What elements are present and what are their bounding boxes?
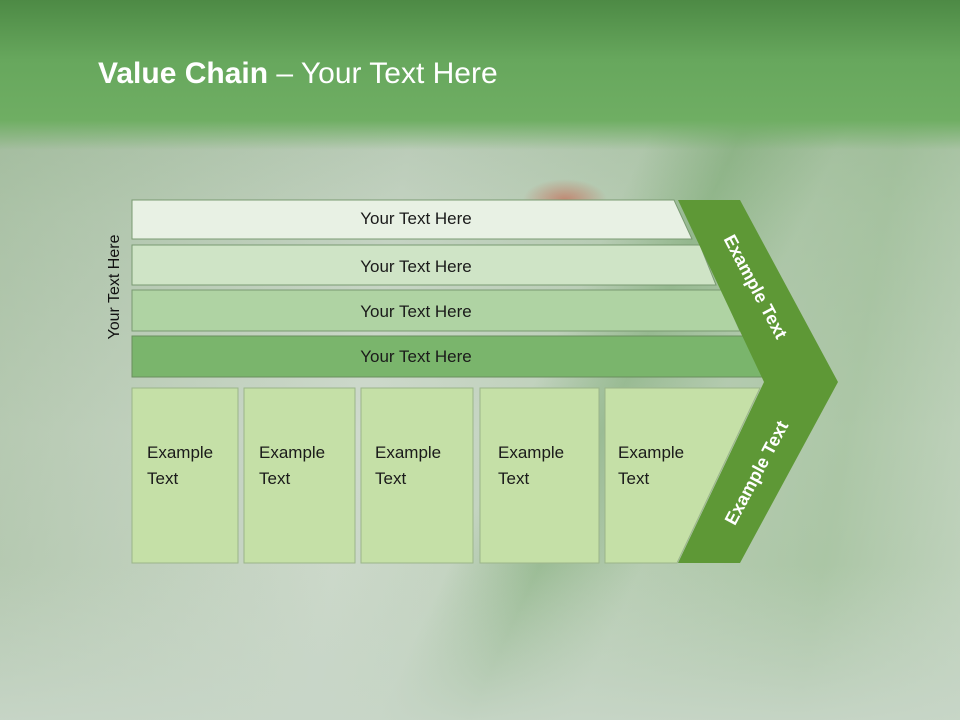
support-row-2-label: Your Text Here (360, 257, 472, 276)
title-band (0, 0, 960, 150)
primary-column-2[interactable] (243, 387, 356, 564)
col5-line2: Text (618, 469, 650, 488)
primary-column-1[interactable] (131, 387, 239, 564)
col2-line1: Example (259, 443, 326, 462)
margin-chevron[interactable] (678, 200, 838, 563)
slide-title-bold: Value Chain (98, 57, 269, 90)
support-row-4-label: Your Text Here (360, 347, 472, 366)
col1-line1: Example (147, 443, 214, 462)
support-row-1[interactable] (131, 199, 693, 240)
col4-line1: Example (498, 443, 565, 462)
support-row-3-label: Your Text Here (360, 302, 472, 321)
col3-line2: Text (375, 469, 407, 488)
support-row-1-label: Your Text Here (360, 209, 472, 228)
primary-column-4[interactable] (479, 387, 600, 564)
primary-column-5[interactable] (604, 387, 761, 564)
col3-line1: Example (375, 443, 442, 462)
primary-column-3[interactable] (360, 387, 474, 564)
col5-line1: Example (618, 443, 685, 462)
col4-line2: Text (498, 469, 530, 488)
slide-title-rest: – Your Text Here (268, 57, 498, 90)
col1-line2: Text (147, 469, 179, 488)
slide-title: Value Chain – Your Text Here (98, 56, 498, 92)
col2-line2: Text (259, 469, 291, 488)
support-row-2[interactable] (131, 244, 717, 286)
